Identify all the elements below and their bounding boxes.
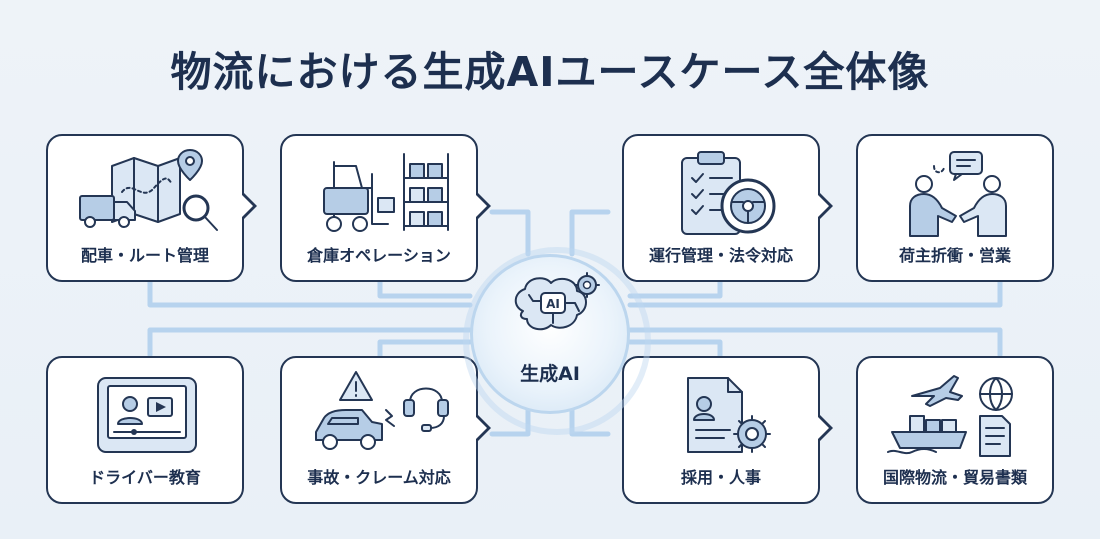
hub-ring xyxy=(463,247,651,435)
accident-headset-icon xyxy=(315,371,449,450)
card-label: 採用・人事 xyxy=(680,468,761,487)
card-pointer xyxy=(817,192,833,220)
page-title: 物流における生成AIユースケース全体像 xyxy=(170,48,930,96)
card-pointer xyxy=(475,192,491,220)
card-label: 国際物流・貿易書類 xyxy=(882,468,1027,487)
card-label: 事故・クレーム対応 xyxy=(307,468,451,487)
clipboard-steering-icon xyxy=(681,151,776,235)
hub-label: 生成AI xyxy=(520,363,580,385)
resume-gear-icon xyxy=(687,377,771,453)
card-label: 倉庫オペレーション xyxy=(307,246,451,265)
generative-ai-hub[interactable]: AI 生成AI xyxy=(463,247,651,435)
map-truck-icon xyxy=(79,149,218,231)
card-label: 配車・ルート管理 xyxy=(80,246,209,265)
card-label: 荷主折衝・営業 xyxy=(898,246,1011,265)
card-accident-claim[interactable]: 事故・クレーム対応 xyxy=(280,356,491,504)
card-pointer xyxy=(817,414,833,442)
card-label: ドライバー教育 xyxy=(89,468,201,487)
card-recruit-hr[interactable]: 採用・人事 xyxy=(622,356,833,504)
forklift-shelf-icon xyxy=(323,153,449,232)
card-international-trade[interactable]: 国際物流・貿易書類 xyxy=(856,356,1054,504)
handshake-chat-icon xyxy=(909,151,1007,237)
card-dispatch-route[interactable]: 配車・ルート管理 xyxy=(46,134,257,282)
card-driver-education[interactable]: ドライバー教育 xyxy=(46,356,244,504)
ai-brain-gear-icon: AI xyxy=(514,272,600,331)
plane-ship-globe-icon xyxy=(887,375,1013,457)
ai-badge-text: AI xyxy=(546,297,560,311)
card-shipper-sales[interactable]: 荷主折衝・営業 xyxy=(856,134,1054,282)
card-pointer xyxy=(241,192,257,220)
card-label: 運行管理・法令対応 xyxy=(648,246,793,265)
tablet-video-icon xyxy=(97,377,197,453)
card-pointer xyxy=(475,414,491,442)
card-operation-compliance[interactable]: 運行管理・法令対応 xyxy=(622,134,833,282)
card-warehouse-operation[interactable]: 倉庫オペレーション xyxy=(280,134,491,282)
